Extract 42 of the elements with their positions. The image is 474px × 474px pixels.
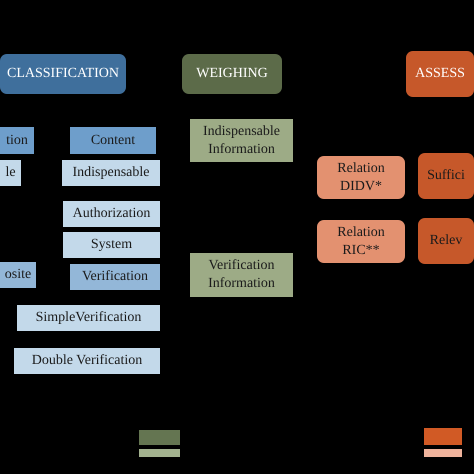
category-box [0,160,21,186]
box-label: WEIGHING [196,65,268,83]
category-box [63,201,160,227]
category-header [406,51,474,97]
category-box [190,119,293,162]
category-box [70,264,160,290]
category-header [0,54,126,94]
category-box [418,218,474,264]
box-label: Verification Information [207,257,276,293]
box-label: Content [90,132,136,150]
category-box [70,127,156,154]
category-box [0,262,36,288]
box-label: Indispensable Information [202,122,281,158]
box-label: CLASSIFICATION [6,65,119,83]
box-label: Verification [82,268,148,286]
legend-bar [424,428,462,445]
box-label: osite [4,266,32,284]
box-label: Double Verification [32,352,142,370]
category-header [182,54,282,94]
box-label: Relation RIC** [336,224,386,260]
box-label: Indispensable [72,164,150,182]
category-box [62,160,160,186]
category-box [17,305,160,331]
box-label: Suffici [427,167,465,185]
legend-bar [139,449,180,457]
box-label: tion [6,132,28,150]
box-label: ASSESS [415,65,465,83]
box-label: Relev [430,232,462,250]
legend-bar [139,430,180,445]
category-box [418,153,474,199]
box-label: SimpleVerification [36,309,142,327]
box-label: System [90,236,132,254]
box-label: le [5,164,16,182]
box-label: Authorization [72,205,150,223]
legend-bar [424,449,462,457]
category-box [0,127,34,154]
category-box [317,156,405,199]
category-box [63,232,160,258]
category-box [14,348,160,374]
box-label: Relation DIDV* [336,160,386,196]
category-box [190,253,293,297]
category-box [317,220,405,263]
